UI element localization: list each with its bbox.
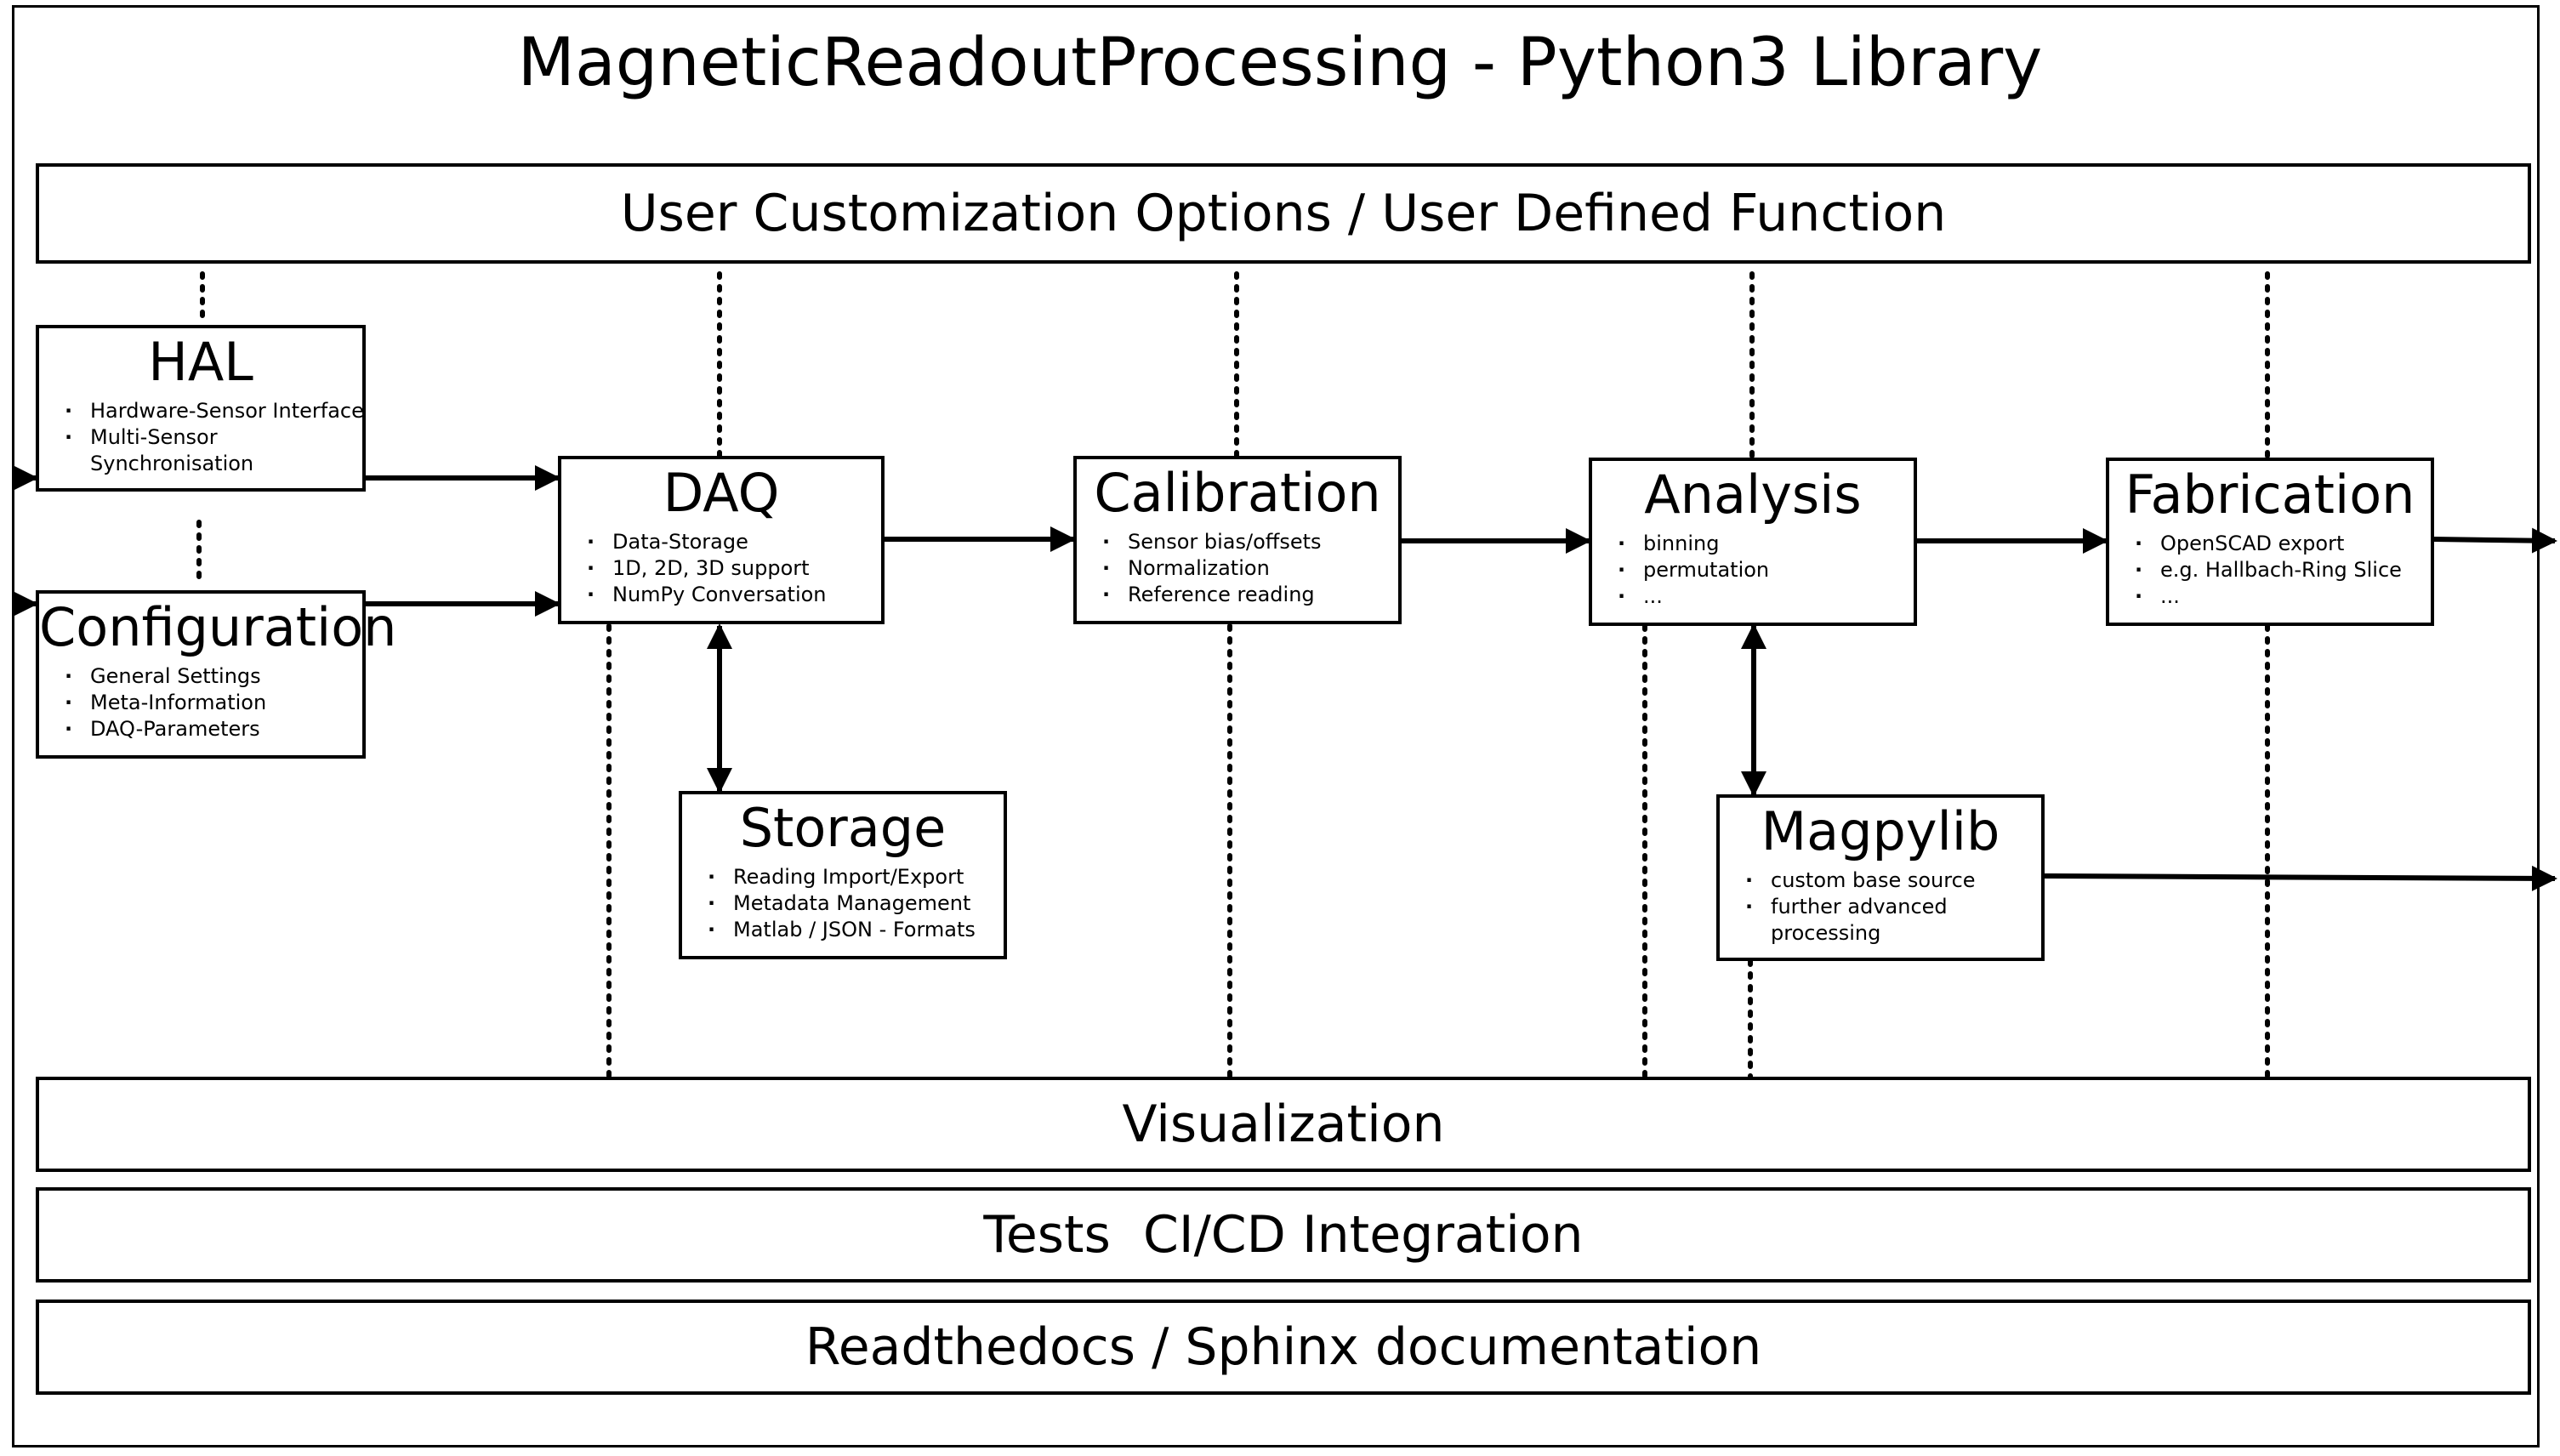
calibration-item: Sensor bias/offsets (1102, 529, 1398, 555)
magpylib-module: Magpylib custom base source further adva… (1716, 794, 2045, 961)
daq-title: DAQ (663, 462, 780, 524)
documentation-band: Readthedocs / Sphinx documentation (36, 1300, 2531, 1395)
daq-item: 1D, 2D, 3D support (587, 555, 881, 582)
visualization-band: Visualization (36, 1077, 2531, 1172)
fabrication-item: ... (2135, 583, 2431, 610)
documentation-label: Readthedocs / Sphinx documentation (805, 1317, 1762, 1377)
fabrication-item: e.g. Hallbach-Ring Slice (2135, 557, 2431, 583)
fabrication-item: OpenSCAD export (2135, 531, 2431, 557)
tests-band: Tests CI/CD Integration (36, 1187, 2531, 1283)
analysis-item: binning (1618, 531, 1914, 557)
configuration-item: DAQ-Parameters (65, 716, 362, 742)
configuration-item: General Settings (65, 663, 362, 690)
calibration-item: Normalization (1102, 555, 1398, 582)
hal-title: HAL (148, 331, 253, 393)
daq-module: DAQ Data-Storage 1D, 2D, 3D support NumP… (558, 456, 885, 624)
arrow-magpylib-out (2044, 865, 2557, 891)
user-customization-band: User Customization Options / User Define… (36, 163, 2531, 264)
analysis-item: permutation (1618, 557, 1914, 583)
hal-item: Hardware-Sensor Interface (65, 398, 364, 424)
hal-item-continuation: Synchronisation (90, 452, 254, 475)
daq-item: NumPy Conversation (587, 582, 881, 608)
configuration-module: Configuration General Settings Meta-Info… (36, 590, 397, 759)
fabrication-module: Fabrication OpenSCAD export e.g. Hallbac… (2106, 458, 2434, 626)
configuration-title: Configuration (39, 596, 397, 658)
hal-module: HAL Hardware-Sensor Interface Multi-Sens… (36, 325, 366, 492)
fabrication-title: Fabrication (2125, 464, 2415, 526)
calibration-module: Calibration Sensor bias/offsets Normaliz… (1073, 456, 1402, 624)
configuration-item: Meta-Information (65, 690, 362, 716)
magpylib-item: custom base source (1745, 867, 2041, 894)
magpylib-item: further advanced (1745, 894, 2041, 920)
analysis-module: Analysis binning permutation ... (1589, 458, 1917, 626)
storage-item: Metadata Management (708, 890, 1004, 917)
calibration-title: Calibration (1094, 462, 1381, 524)
analysis-item: ... (1618, 583, 1914, 610)
analysis-title: Analysis (1644, 464, 1862, 526)
hal-item: Multi-Sensor (65, 424, 362, 451)
storage-item: Reading Import/Export (708, 864, 1004, 890)
visualization-label: Visualization (1122, 1095, 1445, 1154)
storage-module: Storage Reading Import/Export Metadata M… (679, 791, 1007, 959)
diagram-title: MagneticReadoutProcessing - Python3 Libr… (517, 25, 2043, 101)
calibration-item: Reference reading (1102, 582, 1398, 608)
magpylib-title: Magpylib (1761, 800, 2000, 862)
user-customization-label: User Customization Options / User Define… (620, 184, 1947, 243)
storage-item: Matlab / JSON - Formats (708, 917, 1004, 943)
daq-item: Data-Storage (587, 529, 881, 555)
diagram-frame (12, 5, 2540, 1447)
arrow-fabrication-out (2433, 527, 2557, 554)
storage-title: Storage (739, 797, 947, 859)
magpylib-item-continuation: processing (1771, 921, 1881, 945)
tests-label: Tests CI/CD Integration (983, 1205, 1584, 1265)
